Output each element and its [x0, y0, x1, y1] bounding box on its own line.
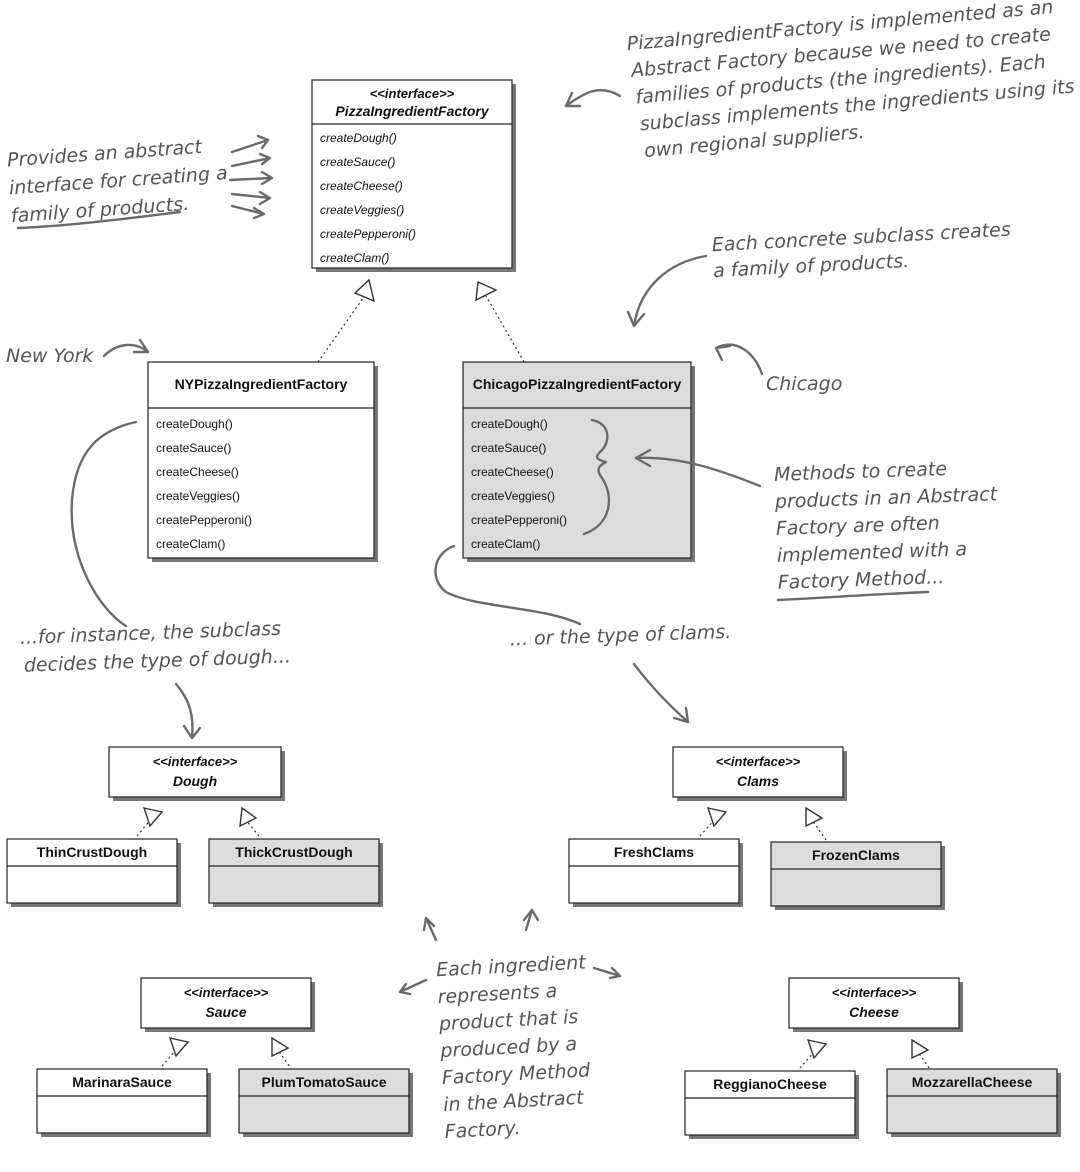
- clams-name: Clams: [737, 773, 779, 789]
- plum-tomato-sauce-class: PlumTomatoSauce: [238, 1068, 413, 1137]
- ingredient-note-line: Factory Method: [441, 1059, 591, 1089]
- factory-method: createDough(): [320, 131, 397, 145]
- methods-brace: [582, 418, 611, 536]
- provides-note: Provides an abstract interface for creat…: [6, 136, 228, 228]
- mozzarella-name: MozzarellaCheese: [912, 1074, 1033, 1090]
- clams-interface: <<interface>> Clams: [672, 746, 847, 801]
- dough-connector: [70, 420, 138, 628]
- concrete-note-line: a family of products.: [713, 250, 910, 282]
- chicago-method: createSauce(): [471, 441, 546, 455]
- ny-method: createVeggies(): [156, 489, 240, 503]
- realization-arrowhead: [353, 278, 376, 303]
- fresh-clams-name: FreshClams: [614, 844, 694, 860]
- chicago-method: createCheese(): [471, 465, 554, 479]
- ingredient-note-line: in the Abstract: [443, 1087, 586, 1116]
- ingredient-note: Each ingredient represents a product tha…: [436, 951, 592, 1143]
- pizza-ingredient-factory-class: <<interface>> PizzaIngredientFactory cre…: [311, 79, 516, 272]
- cheese-interface: <<interface>> Cheese: [788, 977, 963, 1032]
- new-york-arrow: [102, 338, 150, 358]
- thick-crust-name: ThickCrustDough: [235, 844, 352, 860]
- clams-connector: [434, 544, 582, 626]
- thin-crust-dough-class: ThinCrustDough: [6, 838, 181, 907]
- chicago-factory-name: ChicagoPizzaIngredientFactory: [473, 376, 682, 392]
- factory-name: PizzaIngredientFactory: [335, 103, 489, 119]
- ingredient-note-line: represents a: [437, 980, 558, 1008]
- factory-stereotype: <<interface>>: [370, 86, 455, 101]
- ny-method: createDough(): [156, 417, 233, 431]
- methods-arrow: [634, 448, 762, 488]
- dough-stereotype: <<interface>>: [153, 754, 238, 769]
- factory-method: createPepperoni(): [320, 227, 416, 241]
- ingredient-note-line: product that is: [437, 1006, 578, 1035]
- ingredient-note-line: Each ingredient: [436, 951, 588, 981]
- abstract-factory-note: PizzaIngredientFactory is implemented as…: [626, 0, 1076, 162]
- fresh-clams-class: FreshClams: [568, 838, 743, 907]
- cheese-name: Cheese: [849, 1004, 899, 1020]
- chicago-pizza-ingredient-factory-class: ChicagoPizzaIngredientFactory createDoug…: [462, 361, 695, 562]
- factory-method-underline: [776, 590, 930, 602]
- sauce-name: Sauce: [205, 1004, 246, 1020]
- chicago-method: createClam(): [471, 537, 540, 551]
- chicago-arrow: [714, 343, 764, 376]
- provides-arrows: [228, 134, 274, 220]
- factory-method: createSauce(): [320, 155, 395, 169]
- ingredient-note-line: produced by a: [439, 1033, 578, 1062]
- clams-note: ... or the type of clams.: [509, 621, 731, 651]
- ingredient-arrows: [398, 908, 622, 996]
- clams-stereotype: <<interface>>: [716, 754, 801, 769]
- marinara-sauce-class: MarinaraSauce: [36, 1068, 211, 1137]
- chicago-method: createDough(): [471, 417, 548, 431]
- sauce-stereotype: <<interface>>: [184, 985, 269, 1000]
- dough-note-line: ...for instance, the subclass: [19, 618, 281, 649]
- cheese-stereotype: <<interface>>: [832, 985, 917, 1000]
- reggiano-cheese-class: ReggianoCheese: [684, 1070, 859, 1139]
- ny-method: createCheese(): [156, 465, 239, 479]
- realization-arrowhead: [475, 280, 498, 302]
- ny-pizza-ingredient-factory-class: NYPizzaIngredientFactory createDough() c…: [147, 361, 378, 562]
- concrete-note: Each concrete subclass creates a family …: [711, 219, 1011, 283]
- ny-method: createClam(): [156, 537, 225, 551]
- clams-arrow: [632, 662, 690, 724]
- dough-note-line: decides the type of dough...: [23, 645, 291, 676]
- dough-interface: <<interface>> Dough: [108, 746, 285, 801]
- provides-underline: [16, 210, 182, 230]
- frozen-clams-class: FrozenClams: [770, 841, 945, 910]
- thin-crust-name: ThinCrustDough: [37, 844, 147, 860]
- ingredient-note-line: Factory.: [444, 1117, 521, 1143]
- ny-method: createSauce(): [156, 441, 231, 455]
- methods-note-line: products in an Abstract: [774, 483, 999, 513]
- plum-tomato-name: PlumTomatoSauce: [262, 1074, 387, 1090]
- chicago-method: createVeggies(): [471, 489, 555, 503]
- ny-factory-name: NYPizzaIngredientFactory: [175, 376, 348, 392]
- dough-name: Dough: [173, 773, 217, 789]
- methods-note: Methods to create products in an Abstrac…: [774, 458, 999, 594]
- abstract-factory-arrow: [564, 89, 622, 108]
- reggiano-name: ReggianoCheese: [713, 1076, 827, 1092]
- methods-note-line: Factory Method...: [777, 566, 944, 594]
- new-york-label: New York: [6, 345, 94, 367]
- dough-arrow: [174, 682, 202, 740]
- methods-note-line: Methods to create: [774, 458, 948, 486]
- mozzarella-cheese-class: MozzarellaCheese: [886, 1068, 1061, 1137]
- chicago-label: Chicago: [766, 373, 842, 395]
- factory-method: createVeggies(): [320, 203, 404, 217]
- ny-method: createPepperoni(): [156, 513, 252, 527]
- factory-method: createClam(): [320, 251, 389, 265]
- concrete-arrow: [626, 254, 708, 328]
- chicago-method: createPepperoni(): [471, 513, 567, 527]
- factory-method: createCheese(): [320, 179, 403, 193]
- frozen-clams-name: FrozenClams: [812, 847, 900, 863]
- concrete-note-line: Each concrete subclass creates: [711, 219, 1011, 257]
- methods-note-line: Factory are often: [776, 512, 941, 540]
- marinara-name: MarinaraSauce: [72, 1074, 172, 1090]
- methods-note-line: implemented with a: [776, 538, 967, 567]
- thick-crust-dough-class: ThickCrustDough: [208, 838, 383, 907]
- sauce-interface: <<interface>> Sauce: [140, 977, 315, 1032]
